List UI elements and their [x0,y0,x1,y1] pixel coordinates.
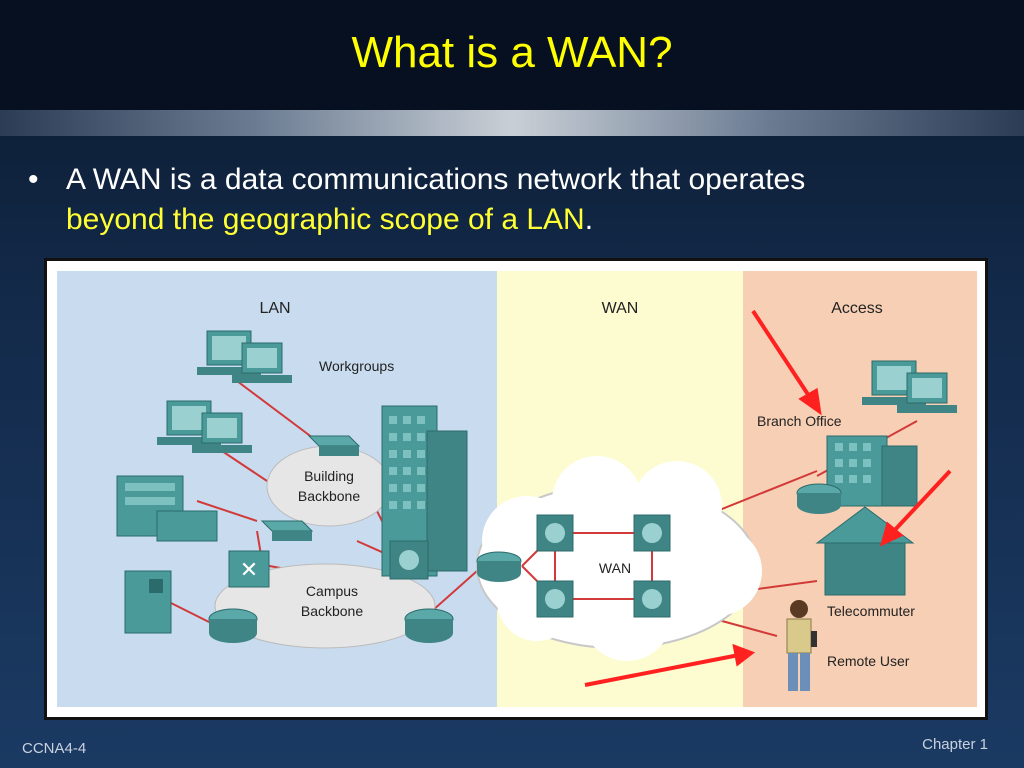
multilayer-switch-icon [389,540,429,580]
building-backbone-label-1: Building [304,468,354,484]
wan-zone-label: WAN [602,300,639,317]
wan-switch-icon [633,514,671,552]
building-backbone-label-2: Backbone [298,488,360,504]
title-bar [0,0,1024,110]
wan-diagram: LAN WAN Access [44,258,988,720]
annotation-arrows [584,309,952,687]
bullet-dot-icon: • [28,163,39,196]
header-gradient-band [0,110,1024,136]
bullet-text-highlight: beyond the geographic scope of a LAN [66,203,585,236]
wan-diagram-svg: LAN WAN Access [57,271,977,707]
server-icon [116,475,218,542]
access-zone-label: Access [831,300,883,317]
footer-course-code: CCNA4-4 [22,740,87,757]
router-icon [404,608,454,643]
wan-edge-router-icon [476,551,522,582]
switch-icon [307,435,361,456]
branch-building-icon [826,435,918,507]
arrow-head [879,521,904,547]
workgroup-pcs-middle [157,400,252,453]
arrow-head [798,387,822,416]
wan-switch-icon [536,514,574,552]
footer-chapter: Chapter 1 [922,736,988,753]
branch-router-icon [796,483,842,514]
campus-backbone-label-1: Campus [306,583,358,599]
svg-text:✕: ✕ [240,557,258,582]
remote-user-label: Remote User [827,653,910,669]
bullet-text: A WAN is a data communications network t… [66,160,986,240]
arrow-head [732,643,756,667]
bullet-text-end: . [584,203,594,236]
branch-office-label: Branch Office [757,413,842,429]
workgroups-label: Workgroups [319,358,394,374]
lan-zone-label: LAN [259,300,290,317]
switch-icon [260,520,314,541]
mainframe-icon [124,570,172,634]
arrow-to-remote-user [584,653,740,687]
arrow-to-branch-office [751,309,813,401]
arrow-to-telecommuter [890,469,952,535]
bullet-text-plain: A WAN is a data communications network t… [66,163,806,196]
branch-pcs [862,360,957,413]
telecommuter-label: Telecommuter [827,603,915,619]
wan-switch-icon [633,580,671,618]
building-backbone-ellipse [266,445,392,527]
slide-title: What is a WAN? [351,28,673,77]
workgroup-pcs-top [197,330,292,383]
atm-switch-icon: ✕ [228,550,270,588]
wan-switch-icon [536,580,574,618]
router-icon [208,608,258,643]
campus-backbone-ellipse [214,563,436,649]
remote-user-icon [786,600,817,691]
campus-backbone-label-2: Backbone [301,603,363,619]
wan-cloud-label: WAN [599,560,631,576]
